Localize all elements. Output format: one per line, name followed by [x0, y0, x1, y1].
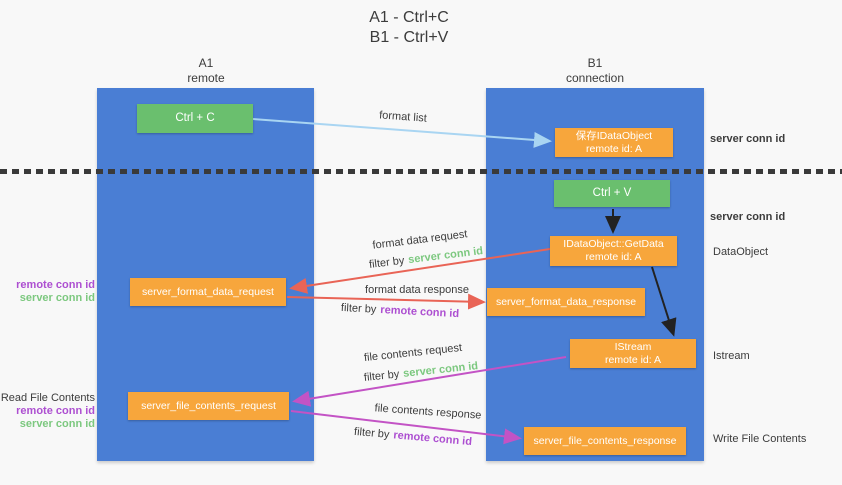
getdata-line2: remote id: A	[585, 251, 642, 263]
file-contents-request-arrow	[292, 356, 567, 407]
machine-boundary-dotted-line	[0, 169, 842, 174]
left-conn-id-group: remote conn id server conn id	[0, 279, 95, 305]
remote-conn-id-left-1: remote conn id	[16, 279, 95, 291]
lane-a1-name: A1	[198, 56, 214, 70]
dataobject-label: DataObject	[713, 246, 769, 258]
server-file-contents-response-label: server_file_contents_response	[533, 434, 677, 447]
istream-line2: remote id: A	[604, 353, 662, 366]
server-format-data-request-label: server_format_data_request	[142, 285, 274, 298]
server-conn-id-left-1: server conn id	[19, 292, 95, 304]
idataobject-getdata-node: IDataObject::GetData remote id: A	[550, 236, 677, 266]
lane-b1-name: B1	[587, 56, 603, 70]
lane-header-a1: A1 remote	[146, 56, 266, 86]
lane-b1-subtitle: connection	[565, 71, 625, 85]
filter-by-text: filter by	[340, 301, 377, 316]
server-file-contents-response-node: server_file_contents_response	[524, 427, 686, 455]
server-format-data-response-node: server_format_data_response	[487, 288, 645, 316]
remote-conn-id-left-2: remote conn id	[16, 405, 95, 417]
istream-line1: IStream	[614, 340, 652, 353]
format-list-arrow	[252, 118, 552, 148]
format-data-response-label: format data response	[365, 284, 469, 296]
server-conn-id-right-mid: server conn id	[710, 211, 786, 223]
getdata-line1: IDataObject::GetData	[563, 238, 664, 250]
ctrl-c-node: Ctrl + C	[137, 104, 253, 133]
save-idataobject-line2: remote id: A	[585, 142, 643, 155]
server-format-data-request-node: server_format_data_request	[130, 278, 286, 306]
diagram-title: A1 - Ctrl+C B1 - Ctrl+V	[0, 8, 818, 48]
server-file-contents-request-node: server_file_contents_request	[128, 392, 289, 420]
format-data-request-arrow	[289, 248, 551, 294]
ctrl-v-node: Ctrl + V	[554, 180, 670, 207]
server-format-data-response-label: server_format_data_response	[495, 295, 637, 308]
getdata-to-istream-arrow	[651, 266, 677, 337]
server-conn-id-right-top: server conn id	[710, 133, 786, 145]
file-contents-response-arrow	[290, 410, 522, 445]
ctrl-c-label: Ctrl + C	[175, 112, 215, 124]
format-data-response-arrow	[286, 293, 486, 310]
istream-node: IStream remote id: A	[570, 339, 696, 368]
save-idataobject-node: 保存IDataObject remote id: A	[555, 128, 673, 157]
title-line-2: B1 - Ctrl+V	[369, 29, 449, 46]
read-file-contents-label: Read File Contents	[0, 392, 95, 404]
title-line-1: A1 - Ctrl+C	[369, 9, 449, 26]
save-idataobject-line1: 保存IDataObject	[575, 129, 653, 142]
lane-a1-subtitle: remote	[187, 71, 225, 85]
server-file-contents-request-label: server_file_contents_request	[141, 399, 276, 412]
lane-header-b1: B1 connection	[535, 56, 655, 86]
write-file-contents-label: Write File Contents	[713, 433, 807, 445]
server-conn-id-left-2: server conn id	[19, 418, 95, 430]
ctrl-v-label: Ctrl + V	[592, 187, 632, 199]
istream-side-label: Istream	[713, 350, 750, 362]
read-file-contents-group: Read File Contents remote conn id server…	[0, 392, 95, 431]
